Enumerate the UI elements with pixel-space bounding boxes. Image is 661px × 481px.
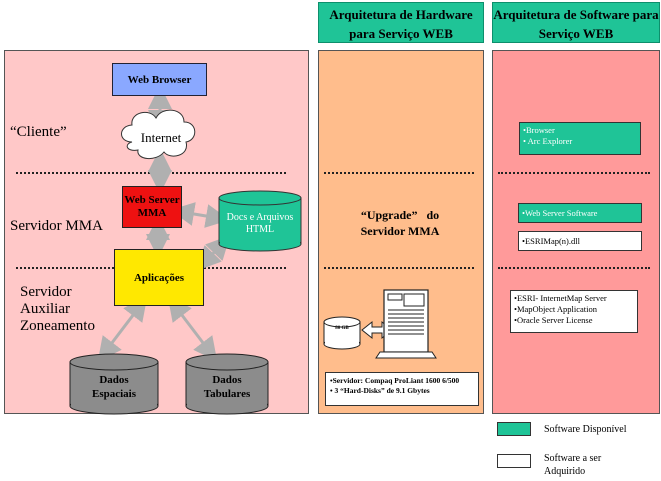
cliente-label: “Cliente” <box>10 124 67 140</box>
internet-label-wrap: Internet <box>130 128 192 148</box>
tabular-data-cylinder: Dados Tabulares <box>190 370 264 404</box>
sw-web-server-label: •Web Server Software <box>522 208 598 218</box>
web-browser-label: Web Browser <box>127 73 192 86</box>
sw-browser-line-2: • Arc Explorer <box>523 136 573 146</box>
server-spec-line-1: •Servidor: Compaq ProLiant 1600 6/500 <box>330 376 460 385</box>
servidor-auxiliar-label: Servidor Auxiliar Zoneamento <box>20 284 95 334</box>
arrow-webserver-docs <box>170 202 230 228</box>
disk-cylinder-shape <box>323 316 361 350</box>
separator-sw-1 <box>498 172 650 174</box>
sw-box-esrimap: •ESRIMap(n).dll <box>518 231 642 251</box>
sw-esri-line-1: •ESRI- InternetMap Server <box>514 293 607 303</box>
sw-box-browser: •Browser • Arc Explorer <box>519 122 641 155</box>
docs-cylinder-shape <box>218 190 302 252</box>
web-server-label: Web Server MMA <box>124 194 180 219</box>
server-spec-line-2: • 3 “Hard-Disks” de 9.1 Gbytes <box>330 386 430 395</box>
aplicacoes-label: Aplicações <box>133 271 185 284</box>
separator-sw-2 <box>498 267 650 269</box>
docs-label: Docs e Arquivos HTML <box>226 212 294 235</box>
disk-label: 80 GB <box>335 326 349 331</box>
sw-esrimap-label: •ESRIMap(n).dll <box>522 236 580 246</box>
arrow-apps-tabular <box>167 296 218 362</box>
sw-box-esri-ims: •ESRI- InternetMap Server •MapObject App… <box>510 290 638 333</box>
sw-browser-line-1: •Browser <box>523 125 555 135</box>
legend-available-swatch <box>497 422 531 436</box>
sw-box-web-server: •Web Server Software <box>518 203 642 223</box>
aplicacoes-box: Aplicações <box>114 249 204 306</box>
separator-hw-2 <box>324 267 474 269</box>
legend-available-label: Software Disponível <box>544 424 627 435</box>
arrow-apps-spatial <box>97 296 148 362</box>
spatial-data-cylinder: Dados Espaciais <box>76 370 152 404</box>
server-spec-box: •Servidor: Compaq ProLiant 1600 6/500 • … <box>325 372 479 406</box>
upgrade-text: “Upgrade” do Servidor MMA <box>330 207 470 239</box>
upgrade-line-1: “Upgrade” do <box>360 208 440 222</box>
software-header: Arquitetura de Software para Serviço WEB <box>492 2 660 43</box>
servidor-mma-label: Servidor MMA <box>10 218 103 234</box>
tabular-data-cylinder-shape <box>185 353 269 415</box>
sw-esri-line-3: •Oracle Server License <box>514 315 593 325</box>
software-header-text: Arquitetura de Software para Serviço WEB <box>493 7 659 41</box>
hardware-header: Arquitetura de Hardware para Serviço WEB <box>318 2 484 43</box>
internet-label: Internet <box>140 130 182 145</box>
legend-acquire-swatch <box>497 454 531 468</box>
sw-esri-line-2: •MapObject Application <box>514 304 597 314</box>
arrow-apps-docs <box>196 235 231 271</box>
internet-cloud-shape <box>121 109 196 159</box>
hardware-header-text: Arquitetura de Hardware para Serviço WEB <box>329 7 473 41</box>
spatial-data-cylinder-shape <box>69 353 159 415</box>
dados-tabulares-label: Dados Tabulares <box>203 374 251 400</box>
server-tower-shape <box>375 289 437 359</box>
upgrade-line-2: Servidor MMA <box>360 224 440 238</box>
separator-hw-1 <box>324 172 474 174</box>
dados-espaciais-label: Dados Espaciais <box>91 374 136 400</box>
web-browser-box: Web Browser <box>112 63 207 96</box>
legend-acquire-label: Software a ser Adquirido <box>544 453 602 477</box>
docs-cylinder: Docs e Arquivos HTML <box>222 208 298 240</box>
web-server-box: Web Server MMA <box>122 186 182 228</box>
